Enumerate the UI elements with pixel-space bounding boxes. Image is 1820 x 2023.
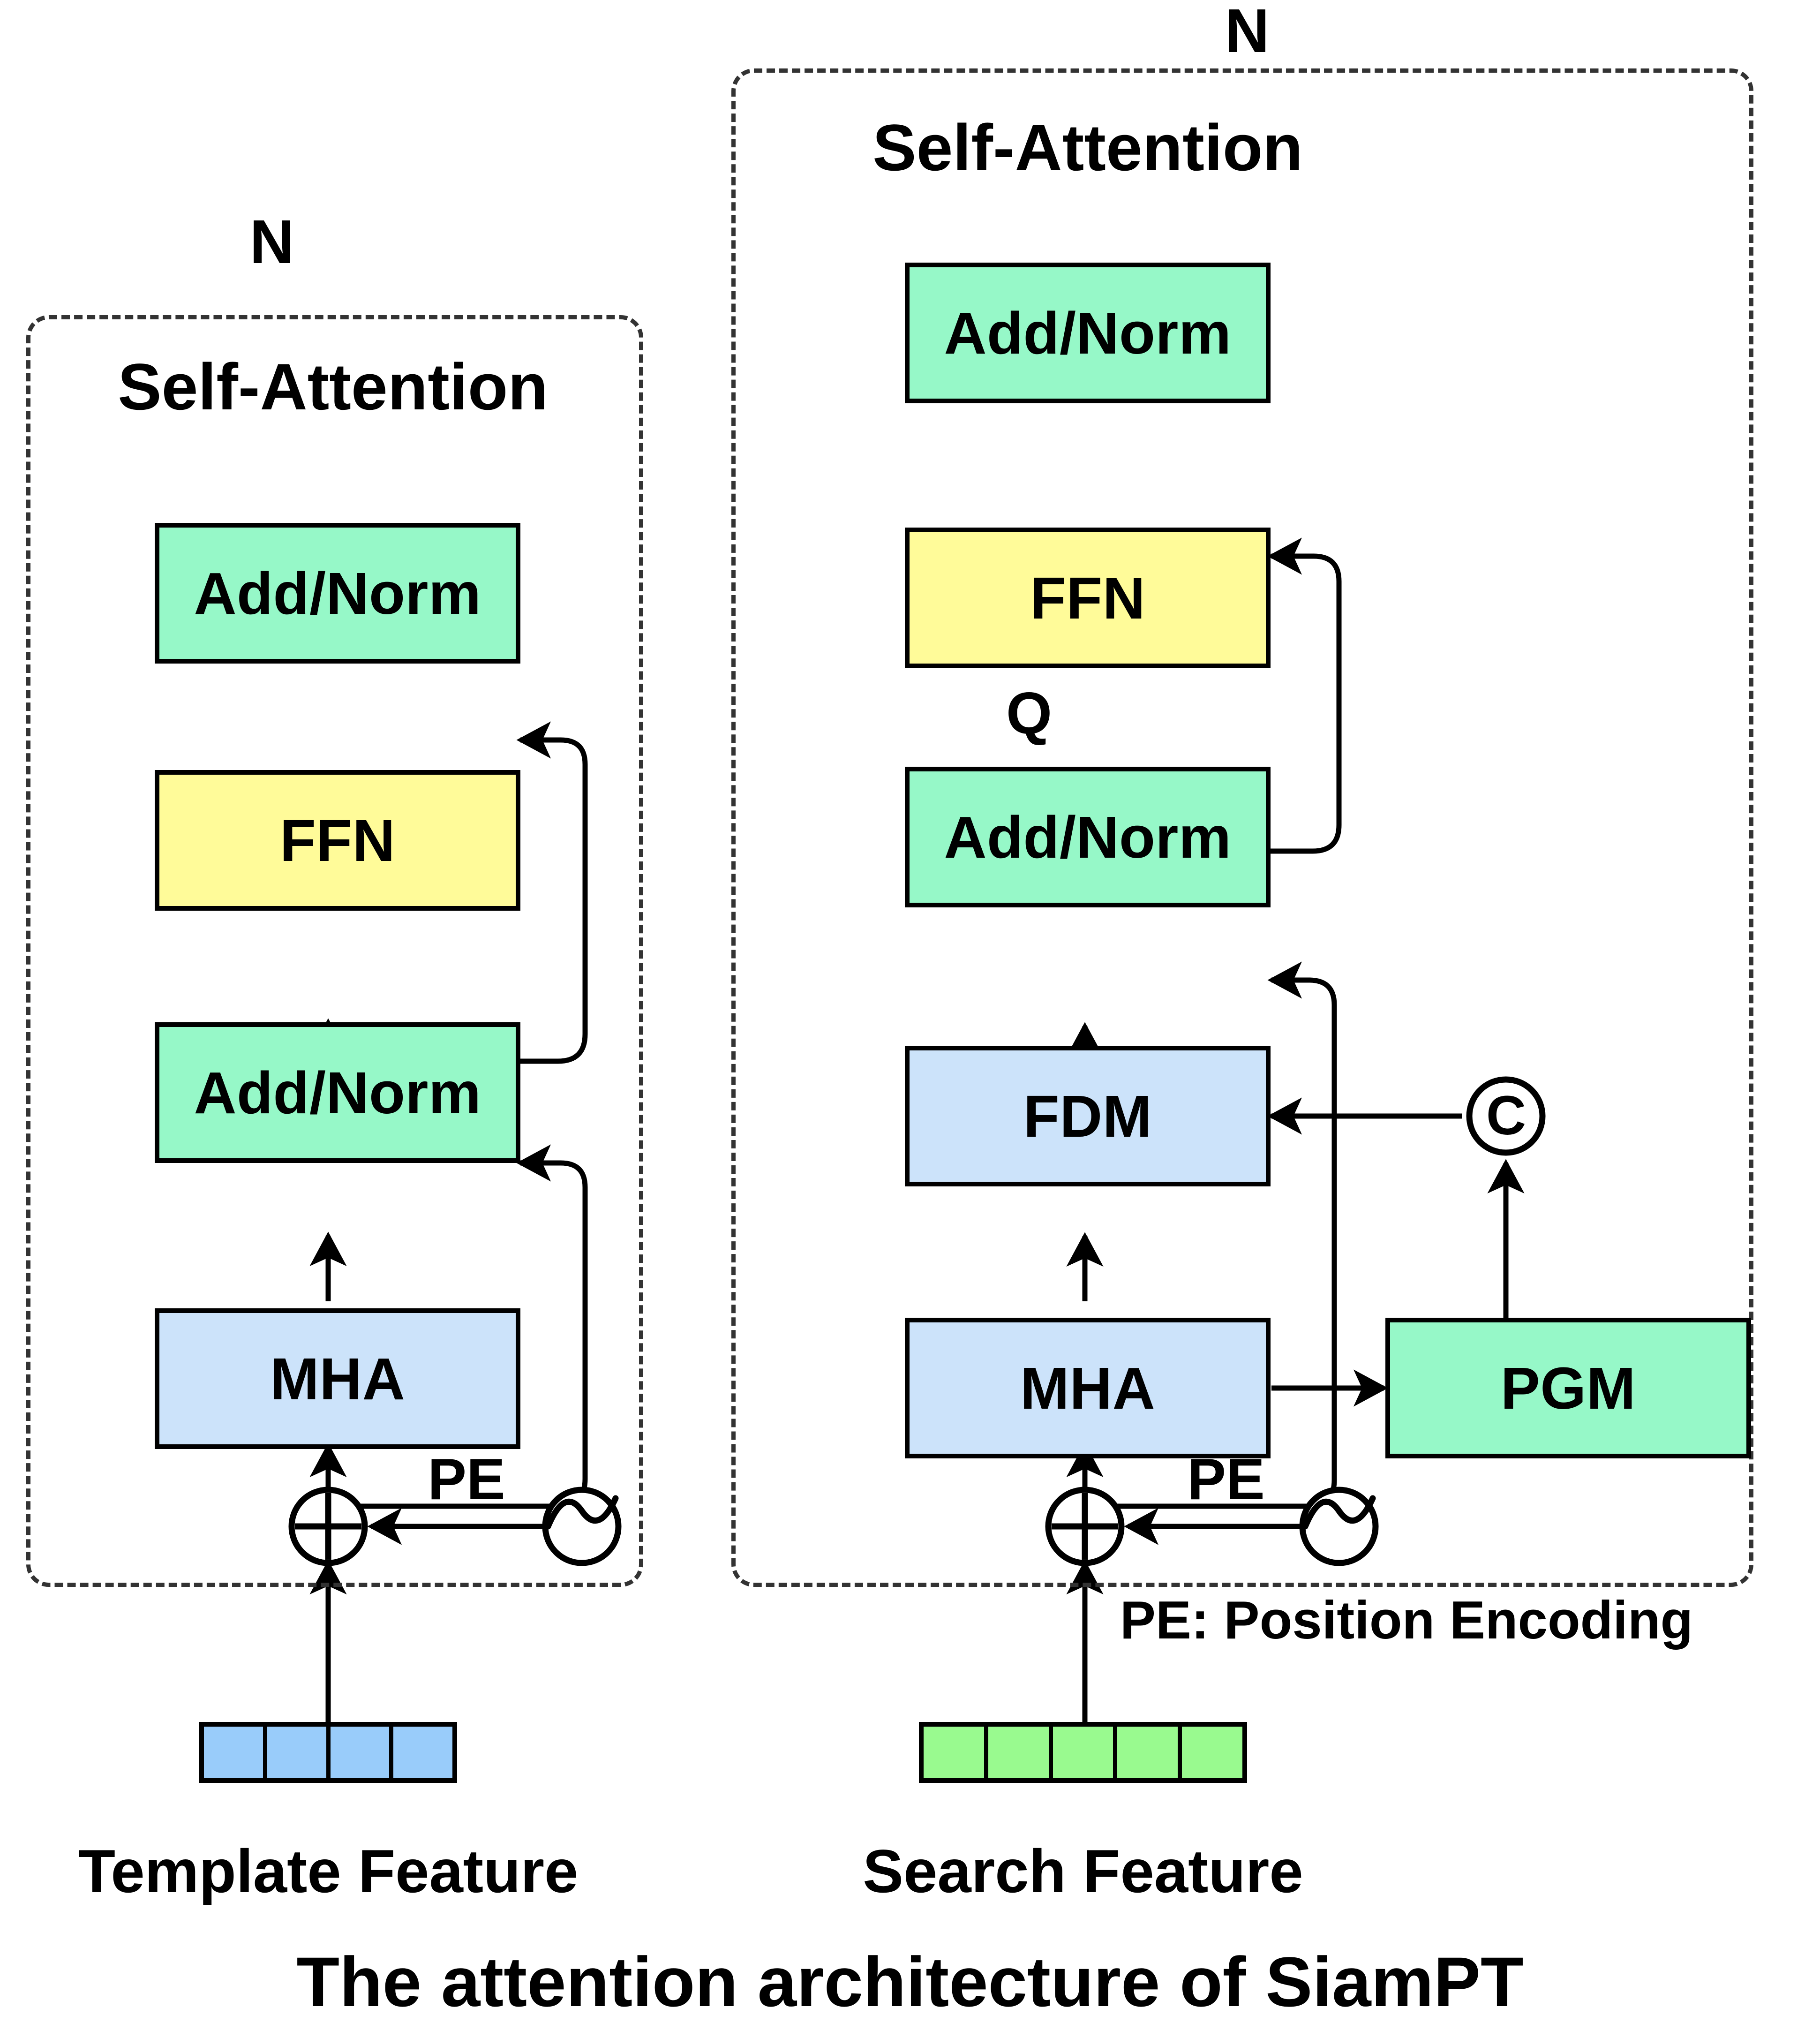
search-feature-cell [1182,1727,1242,1778]
template-feature-cell [267,1727,331,1778]
search-input-label: Search Feature [863,1837,1303,1905]
search-feature-cell [988,1727,1053,1778]
search-block-label: FFN [1030,565,1146,631]
template-input-label: Template Feature [78,1837,579,1905]
search-block-label: FDM [1023,1083,1152,1149]
search-concat-circle-icon [1466,1076,1546,1156]
template-block-label: MHA [270,1345,406,1412]
template-pe-source-icon [542,1487,622,1566]
search-selfattention-group [731,68,1753,1587]
residual-template-upper [328,721,588,1064]
figure-caption: The attention architecture of SiamPT [296,1942,1524,2021]
search-feature-strip[interactable] [919,1722,1247,1783]
template-block-ffn[interactable]: FFN [155,770,520,911]
template-block-add-norm-upper[interactable]: Add/Norm [155,523,520,664]
search-repeat-label: N [1225,0,1270,65]
search-block-label: MHA [1020,1355,1156,1421]
search-concat-label: C [1486,1085,1527,1147]
search-block-label: PGM [1500,1355,1636,1421]
search-pe-source-icon [1299,1487,1379,1566]
template-feature-cell [204,1727,267,1778]
search-block-label: Add/Norm [944,804,1232,870]
residual-search-upper [1085,537,1342,854]
template-block-label: Add/Norm [194,1059,481,1126]
search-block-ffn[interactable]: FFN [905,528,1271,668]
template-feature-strip[interactable] [199,1722,457,1783]
template-block-add-norm-lower[interactable]: Add/Norm [155,1022,520,1163]
search-feature-cell [1117,1727,1182,1778]
search-query-label: Q [1006,679,1052,746]
template-pe-label: PE [428,1447,505,1512]
search-block-add-norm-upper[interactable]: Add/Norm [905,263,1271,403]
pe-legend-note: PE: Position Encoding [1120,1590,1693,1650]
template-group-title: Self-Attention [118,350,548,423]
search-feature-cell [924,1727,988,1778]
search-block-label: Add/Norm [944,300,1232,366]
template-selfattention-group [26,315,643,1587]
template-plus-circle-icon [288,1487,368,1566]
template-block-label: Add/Norm [194,560,481,627]
template-repeat-label: N [249,207,294,276]
template-block-label: FFN [279,807,396,874]
template-block-mha[interactable]: MHA [155,1308,520,1449]
search-block-pgm[interactable]: PGM [1385,1318,1751,1458]
search-block-add-norm-lower[interactable]: Add/Norm [905,767,1271,907]
template-feature-cell [393,1727,452,1778]
search-block-mha[interactable]: MHA [905,1318,1271,1458]
search-block-fdm[interactable]: FDM [905,1046,1271,1186]
search-group-title: Self-Attention [872,111,1303,184]
template-feature-cell [330,1727,394,1778]
search-plus-circle-icon [1045,1487,1125,1566]
search-feature-cell [1053,1727,1118,1778]
